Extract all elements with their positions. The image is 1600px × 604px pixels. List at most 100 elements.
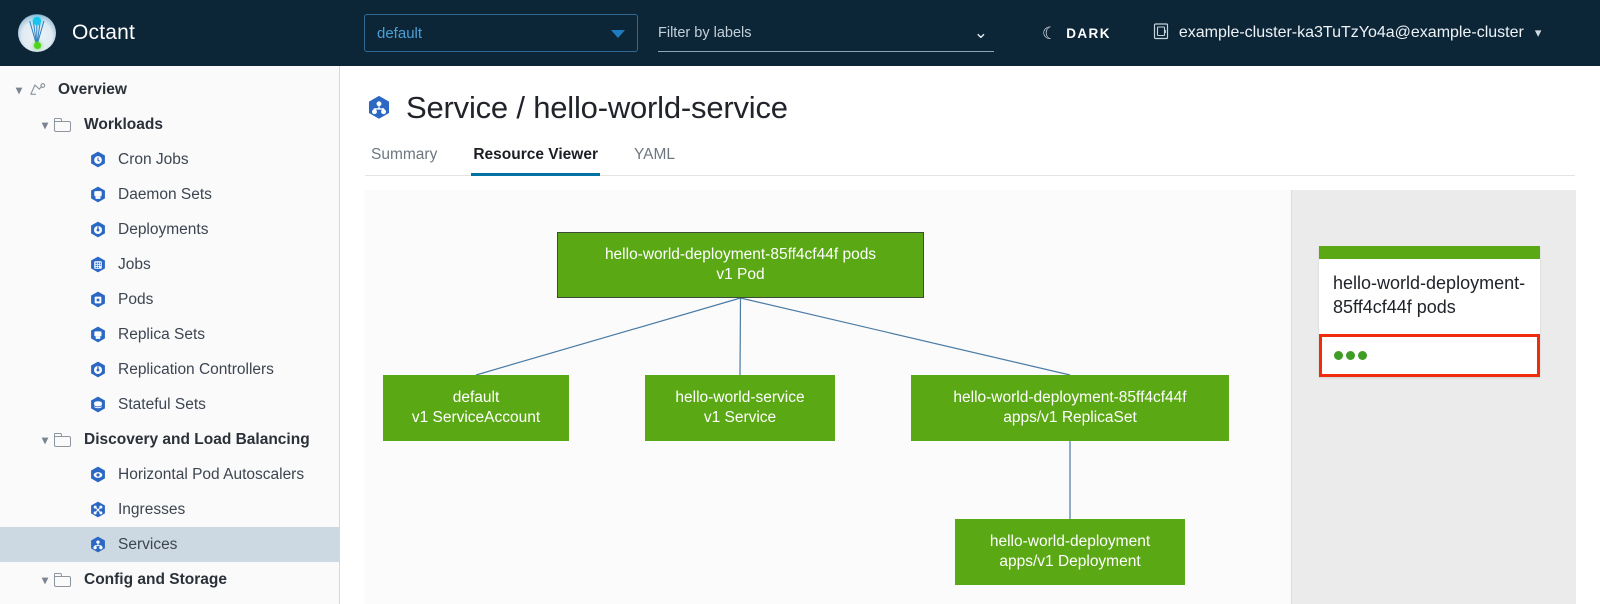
folder-icon: [54, 572, 80, 587]
tab-yaml[interactable]: YAML: [633, 146, 676, 163]
sidebar-item-workloads[interactable]: ▾ Workloads: [0, 107, 339, 142]
job-icon: [88, 255, 114, 275]
sidebar-item-horizontal-pod-autoscalers[interactable]: Horizontal Pod Autoscalers: [0, 457, 339, 492]
sidebar-item-label: Horizontal Pod Autoscalers: [118, 465, 305, 483]
sidebar-item-label: Overview: [58, 80, 127, 98]
sidebar-item-cron-jobs[interactable]: Cron Jobs: [0, 142, 339, 177]
sidebar-item-label: Workloads: [84, 115, 163, 133]
replicaset-icon: [88, 325, 114, 345]
sidebar-item-label: Discovery and Load Balancing: [84, 430, 310, 448]
daemonset-icon: [88, 185, 114, 205]
overview-icon: [28, 82, 54, 98]
detail-card-title: hello-world-deployment-85ff4cf44f pods: [1333, 273, 1526, 317]
sidebar-item-jobs[interactable]: Jobs: [0, 247, 339, 282]
graph-node-kind: v1 ServiceAccount: [411, 409, 541, 426]
pod-status-dot[interactable]: [1346, 350, 1355, 360]
graph-edges: [475, 297, 1071, 519]
graph-edge: [739, 297, 742, 376]
tab-summary[interactable]: Summary: [371, 146, 438, 163]
label-filter-placeholder: Filter by labels: [658, 24, 752, 41]
detail-side-panel: hello-world-deployment-85ff4cf44f pods: [1291, 190, 1576, 604]
octant-logo-icon: [18, 14, 56, 52]
page-title: Service / hello-world-service: [365, 90, 1600, 126]
brand-name: Octant: [72, 21, 136, 44]
namespace-select[interactable]: default: [364, 14, 638, 52]
pod-icon: [88, 290, 114, 310]
cronjob-icon: [88, 150, 114, 170]
graph-node-name: hello-world-service: [675, 389, 805, 407]
chevron-down-icon[interactable]: ▾: [15, 82, 23, 97]
detail-card-status-bar: [1319, 246, 1540, 259]
graph-edge: [475, 297, 741, 376]
sidebar-item-label: Services: [118, 535, 178, 553]
graph-node-kind: apps/v1 ReplicaSet: [1003, 409, 1137, 426]
label-filter-input[interactable]: Filter by labels ⌄: [658, 14, 994, 52]
sidebar-item-stateful-sets[interactable]: Stateful Sets: [0, 387, 339, 422]
sidebar-item-replica-sets[interactable]: Replica Sets: [0, 317, 339, 352]
graph-node-name: hello-world-deployment-85ff4cf44f: [953, 389, 1187, 407]
deployment-icon: [88, 220, 114, 240]
graph-node-kind: v1 Pod: [716, 266, 765, 283]
app-header: Octant default Filter by labels ⌄ ☾ DARK…: [0, 0, 1600, 66]
service-icon: [365, 94, 393, 122]
service-icon: [88, 535, 114, 555]
graph-node-serviceaccount[interactable]: default v1 ServiceAccount: [383, 375, 569, 441]
main-content: Service / hello-world-service Summary Res…: [341, 66, 1600, 604]
sidebar-item-discovery-and-load-balancing[interactable]: ▾ Discovery and Load Balancing: [0, 422, 339, 457]
sidebar-item-deployments[interactable]: Deployments: [0, 212, 339, 247]
cluster-context-selector[interactable]: example-cluster-ka3TuTzYo4a@example-clus…: [1153, 22, 1542, 45]
chevron-down-icon: [611, 30, 625, 38]
cluster-icon: [1153, 22, 1170, 45]
hpa-icon: [88, 465, 114, 485]
sidebar-item-config-and-storage[interactable]: ▾Config and Storage: [0, 562, 339, 597]
sidebar-item-daemon-sets[interactable]: Daemon Sets: [0, 177, 339, 212]
pod-status-dot[interactable]: [1358, 350, 1367, 360]
theme-toggle-label: DARK: [1066, 25, 1111, 41]
sidebar-item-label: Stateful Sets: [118, 395, 206, 413]
detail-card-status-row[interactable]: [1319, 333, 1540, 377]
namespace-select-value: default: [377, 24, 423, 42]
moon-icon: ☾: [1042, 23, 1058, 43]
chevron-down-icon[interactable]: ▾: [41, 572, 49, 587]
brand[interactable]: Octant: [0, 14, 340, 52]
graph-node-replicaset[interactable]: hello-world-deployment-85ff4cf44f apps/v1…: [911, 375, 1229, 441]
theme-toggle[interactable]: ☾ DARK: [1042, 25, 1111, 42]
sidebar-item-ingresses[interactable]: Ingresses: [0, 492, 339, 527]
graph-node-kind: v1 Service: [703, 409, 777, 426]
graph-edge: [740, 297, 1071, 376]
sidebar-item-label: Ingresses: [118, 500, 186, 518]
detail-card[interactable]: hello-world-deployment-85ff4cf44f pods: [1319, 246, 1540, 377]
sidebar-item-pods[interactable]: Pods: [0, 282, 339, 317]
pod-status-dot[interactable]: [1334, 350, 1343, 360]
sidebar-item-label: Deployments: [118, 220, 209, 238]
graph-node-name: default: [452, 389, 500, 407]
sidebar-item-services[interactable]: Services: [0, 527, 339, 562]
statefulset-icon: [88, 395, 114, 415]
chevron-down-icon: ▾: [1534, 25, 1542, 40]
chevron-down-icon[interactable]: ⌄: [973, 22, 988, 42]
tab-resource-viewer[interactable]: Resource Viewer: [471, 142, 600, 176]
sidebar-item-replication-controllers[interactable]: Replication Controllers: [0, 352, 339, 387]
sidebar-item-label: Jobs: [118, 255, 151, 273]
graph-node-service[interactable]: hello-world-service v1 Service: [645, 375, 835, 441]
sidebar-item-label: Replication Controllers: [118, 360, 274, 378]
folder-icon: [54, 117, 80, 132]
cluster-context-label: example-cluster-ka3TuTzYo4a@example-clus…: [1178, 24, 1524, 41]
sidebar-item-label: Daemon Sets: [118, 185, 212, 203]
sidebar-item-label: Replica Sets: [118, 325, 206, 343]
folder-icon: [54, 432, 80, 447]
sidebar-item-overview[interactable]: ▾ Overview: [0, 72, 339, 107]
resource-viewer: hello-world-deployment-85ff4cf44f pods v1…: [365, 190, 1576, 604]
page-title-text: Service / hello-world-service: [406, 90, 788, 125]
replicationcontroller-icon: [88, 360, 114, 380]
content-tabs[interactable]: Summary Resource Viewer YAML: [365, 142, 1575, 176]
sidebar-item-label: Cron Jobs: [118, 150, 189, 168]
chevron-down-icon[interactable]: ▾: [41, 432, 49, 447]
chevron-down-icon[interactable]: ▾: [41, 117, 49, 132]
graph-node-kind: apps/v1 Deployment: [999, 553, 1141, 570]
